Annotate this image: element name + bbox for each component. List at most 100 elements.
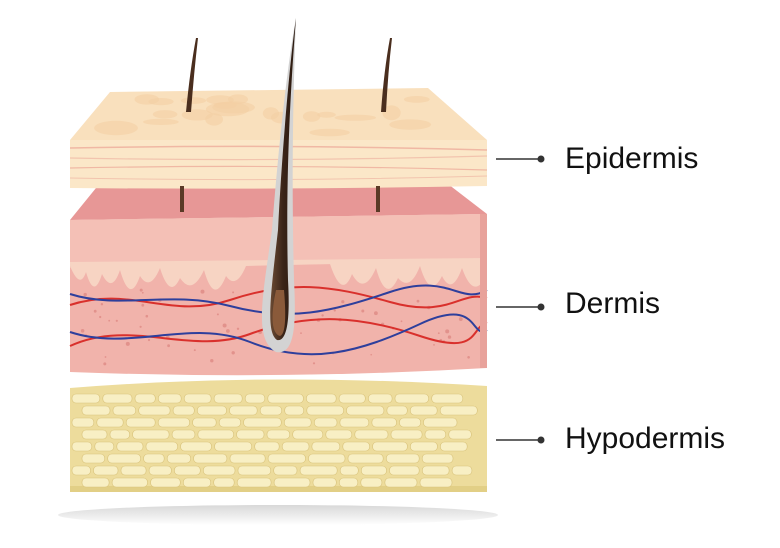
vein-upper [69,284,488,315]
dermis-speckle [236,327,240,330]
fat-cell [419,477,453,488]
fat-cell [148,465,172,476]
dermis-speckle [312,362,316,365]
fat-cell [313,417,338,428]
fat-cell [197,429,234,440]
dermis-speckle [139,325,142,328]
epidermis-top-texture [94,94,432,137]
dermis-speckle [226,329,230,333]
dermis-speckle [361,309,365,313]
fat-cell [111,477,148,488]
fat-cell [346,405,385,416]
fat-cell [145,441,178,452]
fat-cell [338,393,366,404]
fat-cell [81,429,108,440]
fat-cell [281,441,310,452]
hair-right-root [376,186,380,212]
fat-cell [174,465,201,476]
fat-cell [273,465,298,476]
label-dermis: Dermis [565,287,660,320]
fat-cell [236,477,272,488]
fat-cell [283,417,312,428]
dermis-speckle [416,299,420,303]
fat-cell [171,429,196,440]
epidermis-blotch [382,105,401,121]
fat-cell [71,393,101,404]
dermis-speckle [231,351,235,355]
fat-cell [213,477,235,488]
fat-cell [71,417,95,428]
fat-cell [120,465,147,476]
dermis-speckle [400,320,403,323]
artery-upper [69,286,488,309]
fat-cell [109,429,130,440]
fat-cell [102,393,133,404]
fat-cell [306,405,344,416]
dermis-speckle [467,356,470,359]
label-epidermis: Epidermis [565,142,699,175]
fat-cell [157,417,190,428]
epidermis-blotch [148,98,174,106]
dermis-speckle [210,359,214,363]
dermis-speckle [100,303,104,306]
fat-cell [347,453,384,464]
fat-cell [197,405,227,416]
fat-cell [266,429,291,440]
fat-cell [71,465,91,476]
fat-cell [203,465,236,476]
dermis-speckle [93,309,97,313]
fat-cell [421,453,454,464]
epidermis-blotch [143,118,179,125]
ground-shadow [58,505,498,525]
fat-cell [299,465,338,476]
fat-cell [339,417,370,428]
fat-cell [306,393,337,404]
hypodermis-bottom-edge [70,486,487,492]
dermis-speckle [141,291,144,294]
fat-cell [81,405,111,416]
fat-cell [218,417,241,428]
fat-cell [243,417,282,428]
fat-cell [368,393,393,404]
dermis-speckle [83,292,87,297]
fat-cell [389,465,420,476]
dermis-speckle [103,362,107,366]
fat-cell [214,441,253,452]
fat-cell [112,405,137,416]
fat-cell [311,441,341,452]
fat-cell [107,453,141,464]
fat-cell [342,441,370,452]
fat-cell [93,465,119,476]
fat-cell [267,453,306,464]
fat-cell [134,393,156,404]
dermis-speckle [216,313,219,316]
hair-left [186,38,198,112]
fat-cell [183,393,212,404]
hair-right [381,38,392,112]
epidermis-blotch [212,101,255,114]
dermis-speckle [232,291,235,294]
epidermis-blotch [334,114,377,121]
leader-dot-dermis [537,303,545,311]
fat-cell [440,441,468,452]
fat-cell [71,441,93,452]
fat-cell [390,429,423,440]
dermis-speckle [321,314,324,317]
epidermis-blotch [262,107,279,120]
vein-lower [69,313,488,356]
fat-cell [193,453,228,464]
fat-cell [292,429,324,440]
dermis-speckle [433,344,435,346]
epidermis-blotch [181,109,213,121]
fat-cell [166,453,191,464]
fat-cell [213,393,243,404]
fat-cell [338,477,359,488]
fat-cell [138,405,171,416]
hypodermis-layer [70,379,487,492]
fat-cell [399,417,421,428]
dermis-speckle [80,329,85,333]
dermis-speckle [115,319,118,322]
fat-cell [143,453,165,464]
fat-cell [116,441,144,452]
dermis-speckle [437,332,440,335]
